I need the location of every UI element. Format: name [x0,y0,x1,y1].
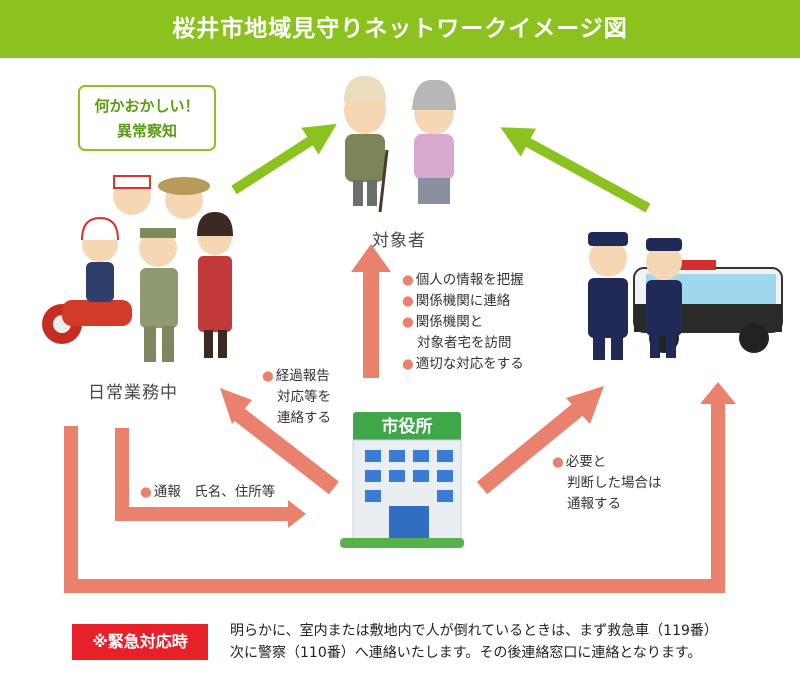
arrow-workers-to-target [231,123,337,195]
elderly-couple-icon [344,76,456,213]
police-line: 通報する [567,496,621,512]
arrow-workers-to-cityhall [115,428,290,521]
daily-work-label: 日常業務中 [88,383,178,403]
arrow-police-to-target [500,127,651,213]
emergency-line1: 明らかに、室内または敷地内で人が倒れているときは、まず救急車（119番） [230,623,718,639]
callout-line2: 異常察知 [116,122,177,140]
progress-line: 対応等を [277,389,331,405]
police-line: 判断した場合は [567,475,662,491]
callout-line1: 何かおかしい！ [94,97,200,115]
report-to-city-note: 通報 氏名、住所等 [140,482,276,503]
arrow-workers-to-police-loop [64,402,725,593]
action-item: 関係機関に連絡 [402,291,524,312]
city-hall-sign: 市役所 [381,417,433,437]
arrow-cityhall-to-police [476,399,588,495]
anomaly-callout: 何かおかしい！ 異常察知 [78,85,216,151]
action-item: 個人の情報を把握 [402,270,524,291]
city-hall-building-icon [340,412,464,548]
target-label: 対象者 [372,231,426,251]
progress-report-note: 経過報告 対応等を 連絡する [262,366,331,429]
emergency-line2: 次に警察（110番）へ連絡いたします。その後連絡窓口に連絡となります。 [230,645,702,661]
emergency-badge: ※緊急対応時 [72,624,208,660]
action-item: 適切な対応をする [402,354,524,375]
diagram-title: 桜井市地域見守りネットワークイメージ図 [0,0,800,58]
police-line: 必要と [552,452,662,473]
workers-group-icon [42,175,233,362]
police-car-icon [588,232,783,360]
emergency-note: 明らかに、室内または敷地内で人が倒れているときは、まず救急車（119番） 次に警… [230,620,718,664]
action-item-cont: 対象者宅を訪問 [417,335,512,351]
action-item: 関係機関と [402,312,524,333]
progress-line: 連絡する [277,410,331,426]
city-actions-list: 個人の情報を把握 関係機関に連絡 関係機関と 対象者宅を訪問 適切な対応をする [402,270,524,375]
police-report-note: 必要と 判断した場合は 通報する [552,452,662,515]
progress-line: 経過報告 [262,366,331,387]
arrow-cityhall-to-workers [231,405,339,495]
